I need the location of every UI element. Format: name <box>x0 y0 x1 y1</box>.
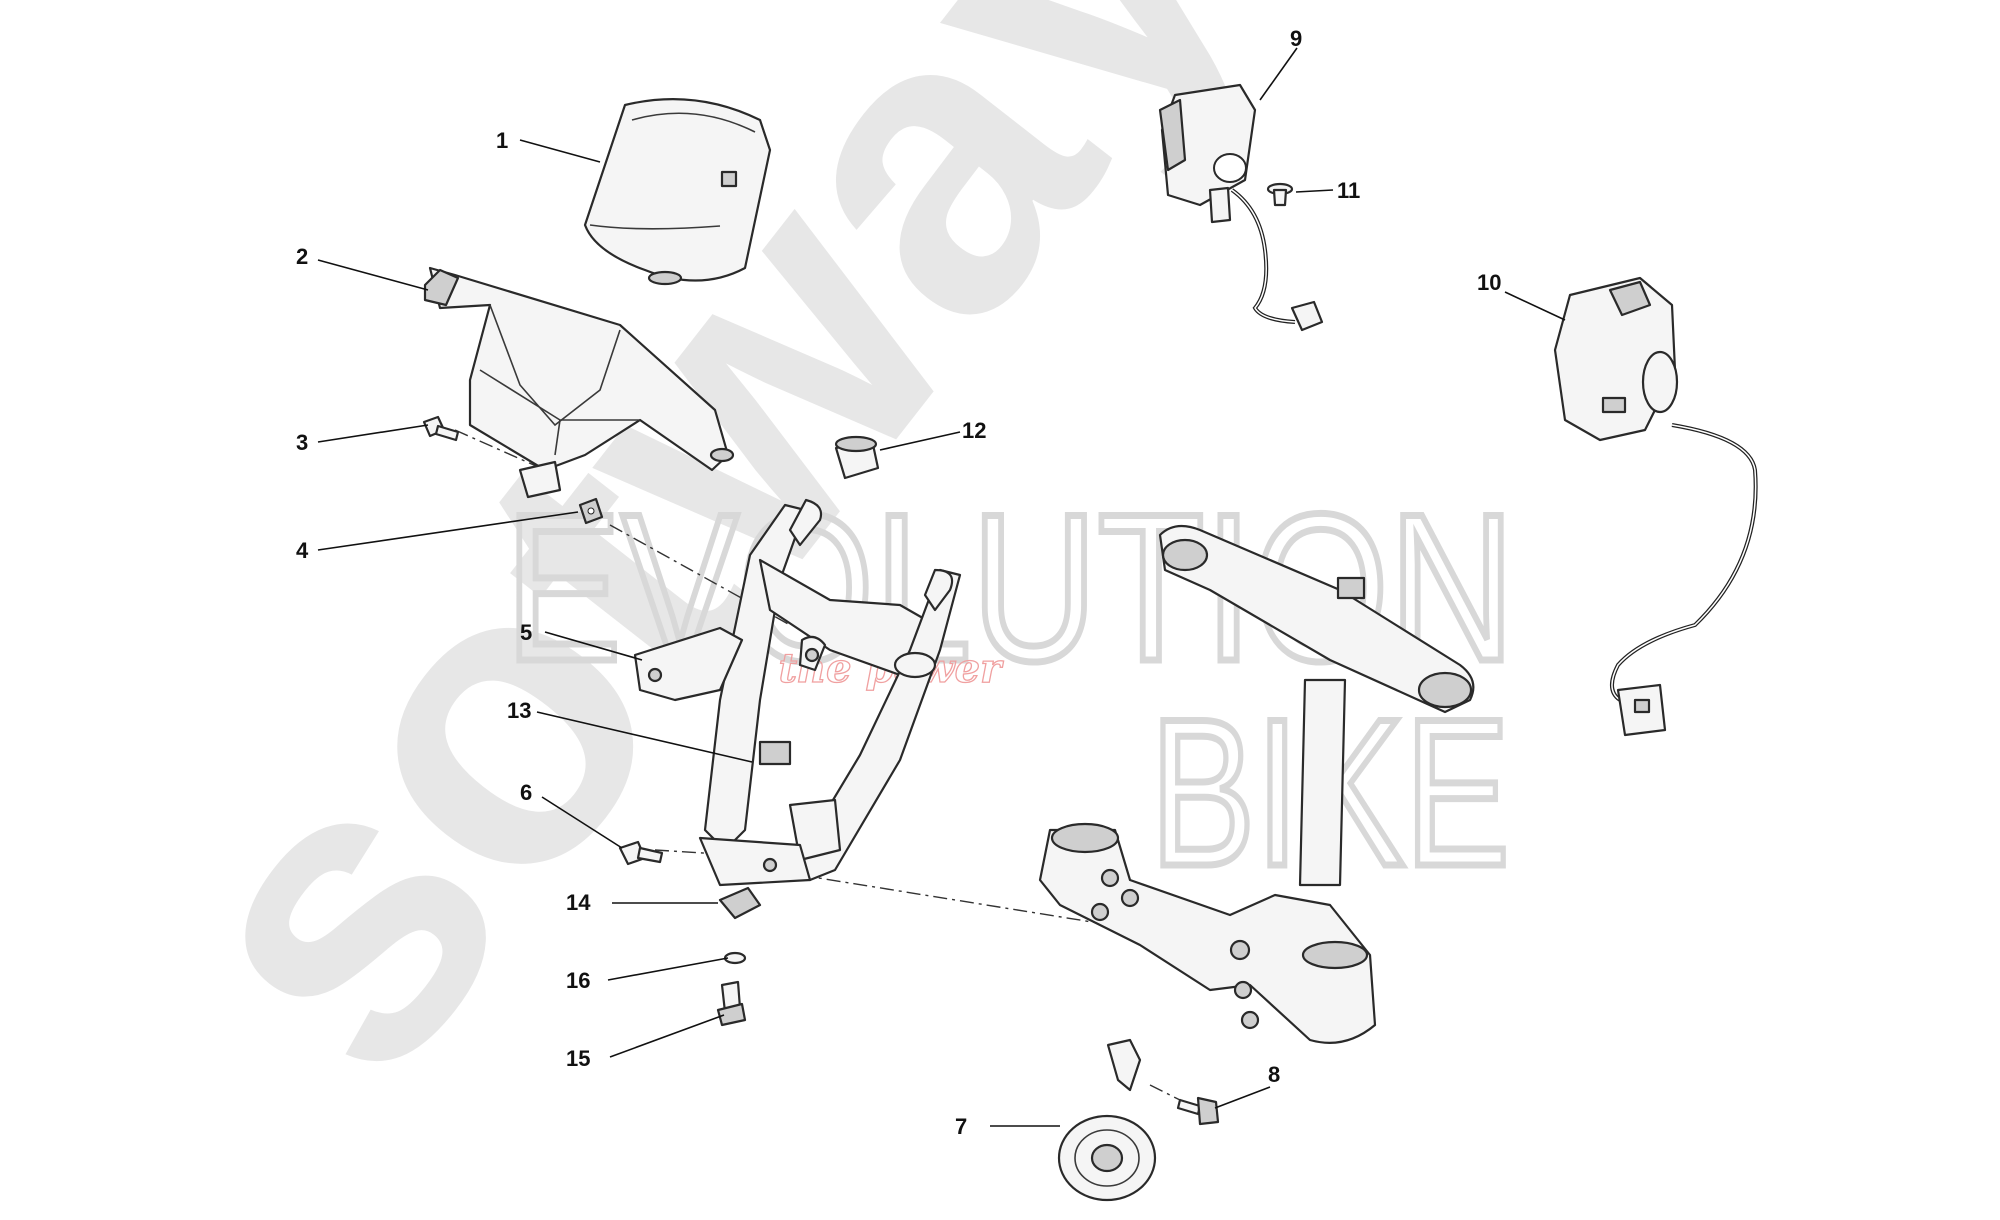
bolt-part-15 <box>716 980 747 1027</box>
screw-part-3 <box>422 415 460 442</box>
horn-part-7 <box>1057 1038 1157 1202</box>
clip-part-14 <box>718 886 762 920</box>
callout-9: 9 <box>1290 26 1302 51</box>
callout-13: 13 <box>507 698 531 723</box>
left-handlebar-switch <box>1158 83 1324 332</box>
callout-2: 2 <box>296 244 308 269</box>
nut-part-4 <box>578 497 604 525</box>
callout-16: 16 <box>566 968 590 993</box>
instrument-cover <box>583 98 772 286</box>
callout-5: 5 <box>520 620 532 645</box>
callout-10: 10 <box>1477 270 1501 295</box>
callout-8: 8 <box>1268 1062 1280 1087</box>
screw-part-11 <box>1266 182 1294 207</box>
callout-12: 12 <box>962 418 986 443</box>
callout-14: 14 <box>566 890 591 915</box>
callout-11: 11 <box>1337 178 1360 203</box>
callout-15: 15 <box>566 1046 590 1071</box>
instrument-support <box>423 266 735 499</box>
callout-4: 4 <box>296 538 309 563</box>
right-handlebar-switch <box>1553 276 1758 737</box>
callout-1: 1 <box>496 128 508 153</box>
bolt-part-6 <box>618 840 664 866</box>
bolt-part-8 <box>1176 1096 1220 1126</box>
callout-leaders <box>317 47 1566 1127</box>
callout-3: 3 <box>296 430 308 455</box>
callout-6: 6 <box>520 780 532 805</box>
grommet-part-12 <box>834 435 880 480</box>
callout-7: 7 <box>955 1114 967 1139</box>
callout-labels: 1 2 3 4 5 6 7 8 9 10 11 12 13 14 16 15 <box>296 26 1501 1139</box>
steering-triple-clamp <box>1038 524 1475 1044</box>
front-frame-bracket <box>633 498 962 887</box>
